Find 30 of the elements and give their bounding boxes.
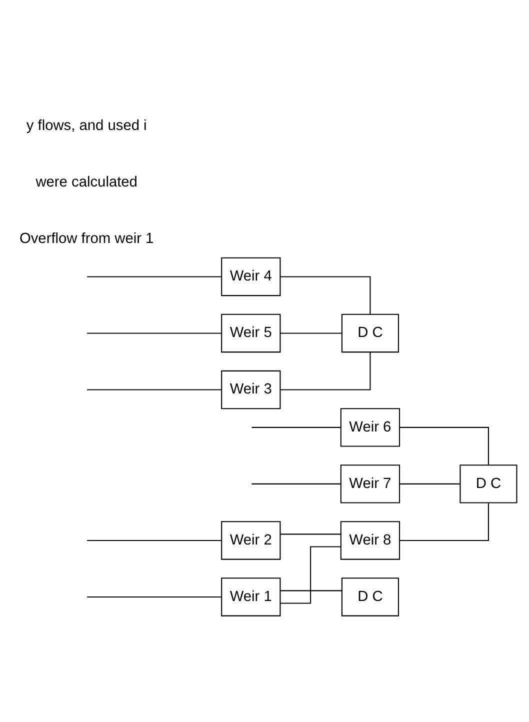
node-box: Weir 6 — [340, 408, 400, 446]
connector — [280, 546, 341, 604]
connector — [280, 332, 342, 334]
connector — [252, 482, 341, 484]
connector — [87, 596, 222, 597]
connector — [87, 332, 222, 334]
node-box: Weir 7 — [340, 464, 400, 503]
label: Overflow from weir 1 — [19, 230, 154, 246]
node-box: Weir 2 — [221, 520, 281, 560]
node-box: Weir 5 — [221, 313, 281, 352]
connector — [87, 276, 222, 277]
node-box: Weir 4 — [221, 256, 281, 296]
node-box: D C — [341, 313, 399, 352]
connector — [87, 388, 222, 390]
connector — [252, 426, 341, 428]
connector — [400, 426, 489, 464]
connector — [280, 352, 371, 390]
node-box: Weir 8 — [340, 520, 400, 560]
connector — [400, 502, 489, 540]
connector — [280, 276, 371, 314]
label: y flows, and used i — [26, 117, 147, 134]
label: were calculated — [36, 174, 138, 190]
connector — [280, 533, 341, 534]
connector — [280, 590, 342, 591]
node-box: Weir 3 — [221, 370, 281, 409]
node-box: D C — [341, 577, 399, 616]
connector — [400, 482, 460, 484]
node-box: Weir 1 — [221, 577, 281, 616]
connector — [87, 539, 222, 540]
node-box: D C — [460, 464, 518, 503]
